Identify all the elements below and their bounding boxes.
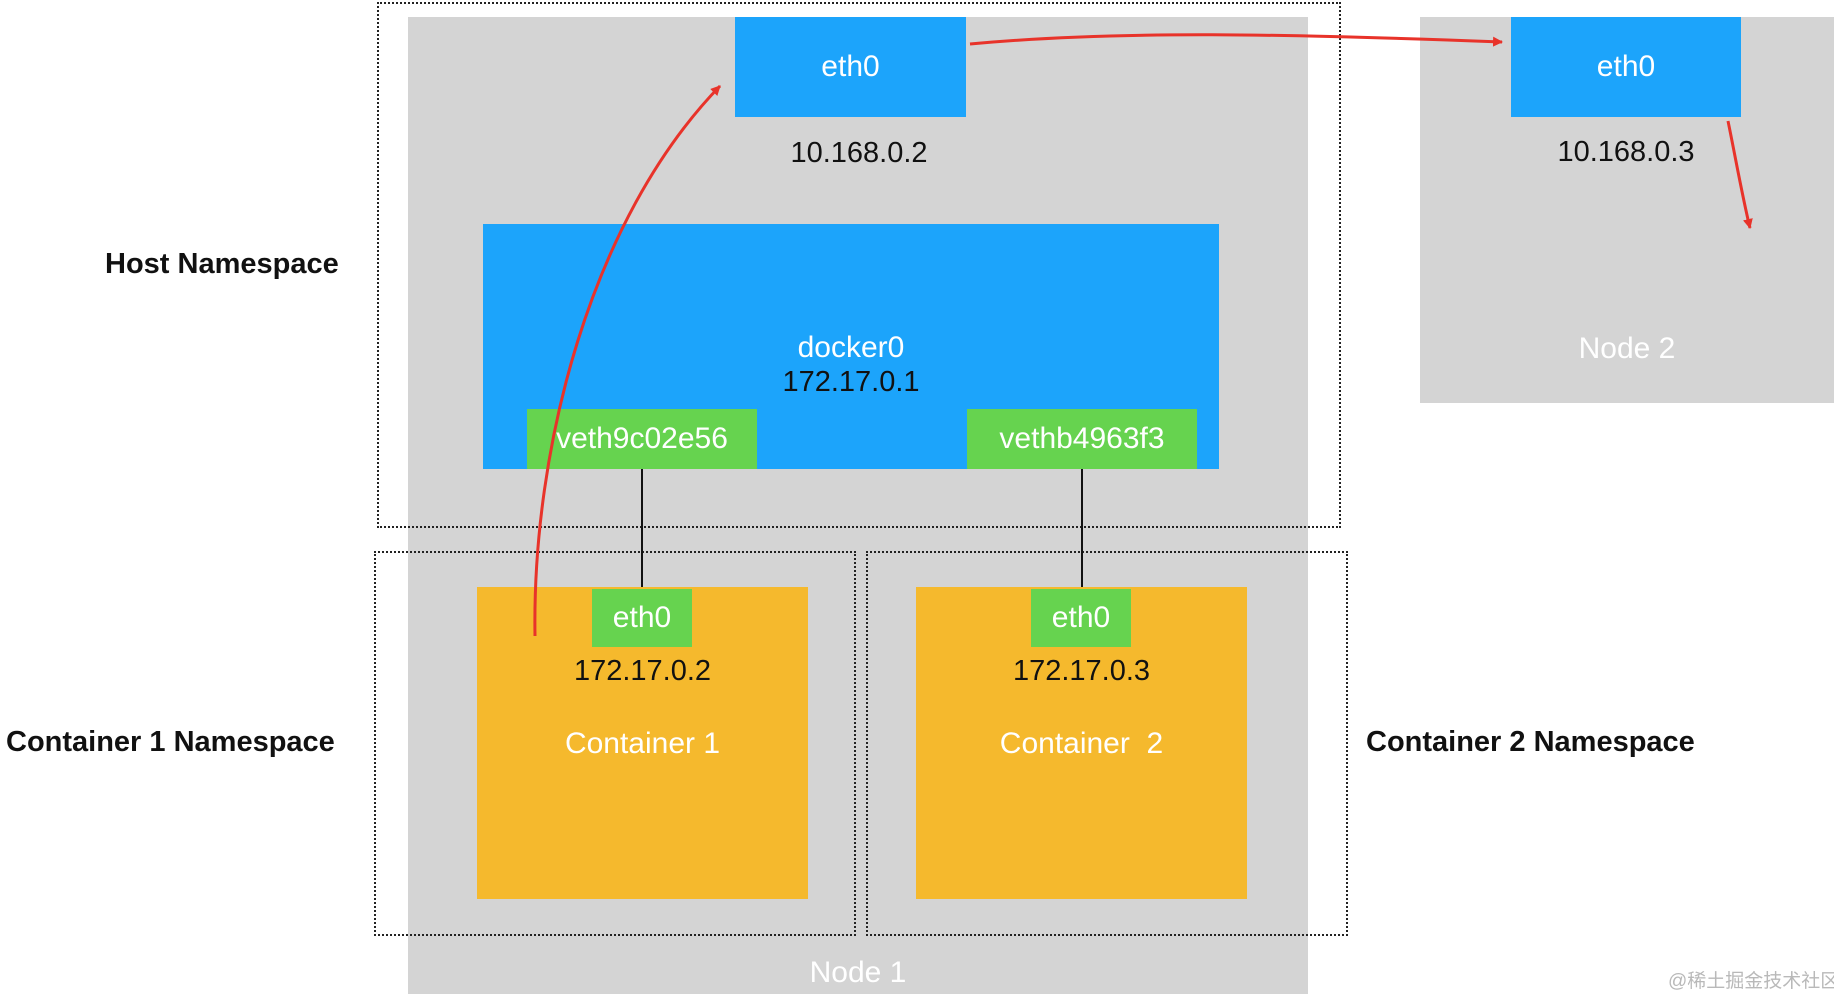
container1-namespace-boundary (374, 551, 856, 936)
veth-container1: veth9c02e56 (527, 409, 757, 469)
node1-eth0-ip: 10.168.0.2 (790, 137, 928, 169)
node1-eth0: eth0 (735, 17, 966, 117)
arrow-node1-to-node2 (969, 33, 1503, 47)
host-namespace-boundary (377, 2, 1341, 528)
arrow-container1-to-eth0 (533, 84, 722, 637)
veth-container2: vethb4963f3 (967, 409, 1197, 469)
docker0-ip: 172.17.0.1 (782, 366, 920, 398)
container1-eth0: eth0 (592, 589, 692, 647)
container2-namespace-boundary (866, 551, 1348, 936)
container1-label: Container 1 (564, 727, 721, 760)
watermark: @稀土掘金技术社区 (1668, 971, 1834, 992)
container1-ip: 172.17.0.2 (573, 655, 712, 687)
container2-namespace-label: Container 2 Namespace (1366, 726, 1695, 758)
container2-eth0: eth0 (1031, 589, 1131, 647)
node1-label: Node 1 (809, 956, 907, 989)
veth2-link-line (1081, 469, 1083, 587)
node2-eth0-ip: 10.168.0.3 (1557, 136, 1695, 168)
node2-eth0: eth0 (1511, 17, 1741, 117)
host-namespace-label: Host Namespace (105, 248, 339, 280)
node2-label: Node 2 (1578, 332, 1676, 365)
container2-ip: 172.17.0.3 (1012, 655, 1151, 687)
container2-label: Container 2 (999, 727, 1164, 760)
container1-namespace-label: Container 1 Namespace (6, 726, 335, 758)
arrow-node2-eth0-down (1726, 120, 1753, 229)
veth1-link-line (641, 469, 643, 587)
docker0-label: docker0 (797, 331, 905, 364)
